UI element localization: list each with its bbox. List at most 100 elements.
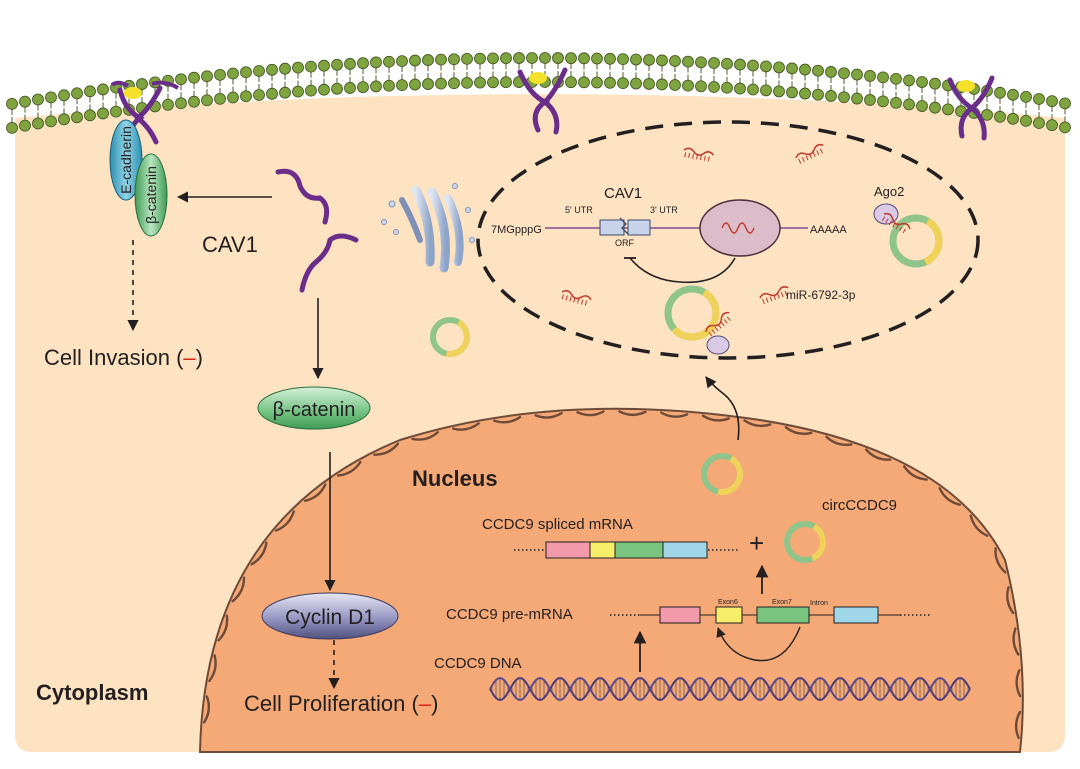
lipid-head xyxy=(279,62,291,75)
lipid-head xyxy=(32,117,44,130)
lipid-head xyxy=(409,54,421,67)
lipid-head xyxy=(682,55,694,68)
lipid-head xyxy=(305,60,317,73)
nuclear-pore xyxy=(618,410,647,417)
sponge-mechanism-outline xyxy=(476,120,980,360)
lipid-head xyxy=(760,84,772,97)
nuclear-envelope-pores xyxy=(202,410,1022,740)
mirna-molecule xyxy=(881,212,911,234)
cav1-protein-lower xyxy=(299,233,359,293)
lipid-head xyxy=(695,80,707,93)
lipid-head xyxy=(461,52,473,65)
lipid-head xyxy=(877,71,889,84)
lipid-head xyxy=(1007,88,1019,101)
lipid-head xyxy=(357,81,369,94)
lipid-head xyxy=(396,55,408,68)
lipid-head xyxy=(721,81,733,94)
nuclear-pore xyxy=(865,448,892,461)
nuclear-pore xyxy=(743,419,772,428)
lipid-head xyxy=(45,91,57,104)
lipid-head xyxy=(318,83,330,96)
cytoplasm-label: Cytoplasm xyxy=(36,680,148,705)
lipid-head xyxy=(864,70,876,82)
lipid-head xyxy=(71,111,83,124)
lipid-head xyxy=(786,62,798,75)
lipid-head xyxy=(448,53,460,66)
lipid-head xyxy=(747,59,759,72)
e-cadherin-label: E-cadherin xyxy=(118,126,134,194)
nuclear-pore xyxy=(303,483,327,502)
pre-exon-pink xyxy=(659,606,701,624)
lipid-head xyxy=(6,121,18,134)
nuclear-pore xyxy=(938,487,961,506)
lipid-head xyxy=(708,81,720,93)
lipid-head xyxy=(734,82,746,95)
lipid-head xyxy=(292,61,304,74)
lipid-head xyxy=(877,95,889,108)
lipid-head xyxy=(500,76,512,89)
lipid-head xyxy=(292,85,304,98)
beta-catenin-node: β-catenin xyxy=(257,386,371,430)
membrane-receptor-right xyxy=(947,75,995,141)
circrna-nuclear-export xyxy=(701,453,743,495)
lipid-head xyxy=(253,89,265,101)
lipid-head xyxy=(656,54,668,67)
lipid-head xyxy=(773,85,785,98)
lipid-head xyxy=(370,56,382,69)
lipid-head xyxy=(396,79,408,92)
cav1-protein-label: CAV1 xyxy=(202,232,258,257)
lipid-head xyxy=(721,57,733,70)
cell-membrane xyxy=(6,52,1071,134)
lipid-head xyxy=(1020,90,1032,103)
circccdc9-label: circCCDC9 xyxy=(822,497,897,514)
risc-mirna-icon xyxy=(721,222,755,234)
lipid-head xyxy=(162,98,174,111)
orf-label: ORF xyxy=(615,238,635,248)
spliced-exon-green xyxy=(614,541,664,559)
lipid-head xyxy=(981,108,993,121)
nuclear-pore xyxy=(411,431,439,441)
lipid-head xyxy=(409,78,421,91)
lipid-head xyxy=(773,61,785,74)
lipid-head xyxy=(526,52,538,64)
lipid-head xyxy=(344,58,356,70)
lipid-head xyxy=(565,52,577,65)
lipid-head xyxy=(422,54,434,66)
lipid-head xyxy=(344,82,356,94)
ago2-protein-lower xyxy=(706,335,730,355)
lipid-head xyxy=(1046,95,1058,108)
risc-complex xyxy=(699,199,781,257)
lipid-head xyxy=(825,90,837,102)
lipid-head xyxy=(617,53,629,66)
lipid-head xyxy=(643,54,655,66)
lipid-head xyxy=(214,92,226,105)
lipid-head xyxy=(500,52,512,65)
lipid-head xyxy=(188,95,200,108)
lipid-head xyxy=(45,115,57,128)
lipid-head xyxy=(435,53,447,66)
nuclear-pore xyxy=(202,695,211,724)
lipid-head xyxy=(383,55,395,68)
lipid-head xyxy=(929,77,941,90)
lipid-head xyxy=(708,57,720,69)
lipid-head xyxy=(643,78,655,90)
lipid-head xyxy=(942,103,954,116)
exon7-label: Exon7 xyxy=(772,599,792,606)
spliced-exon-blue xyxy=(662,541,708,559)
golgi-apparatus xyxy=(381,183,475,273)
membrane-receptor-middle xyxy=(517,67,568,135)
lipid-head xyxy=(890,96,902,109)
risc-inhibition-arc xyxy=(629,257,736,284)
nuclear-pore xyxy=(825,435,853,446)
mir-label: miR-6792-3p xyxy=(786,288,856,302)
lipid-head xyxy=(136,78,148,90)
lipid-head xyxy=(513,52,525,64)
lipid-head xyxy=(266,87,278,100)
dna-label: CCDC9 DNA xyxy=(434,655,522,672)
lipid-head xyxy=(539,52,551,64)
lipid-head xyxy=(435,77,447,90)
lipid-head xyxy=(175,73,187,86)
lipid-head xyxy=(864,94,876,106)
lipid-head xyxy=(617,77,629,90)
